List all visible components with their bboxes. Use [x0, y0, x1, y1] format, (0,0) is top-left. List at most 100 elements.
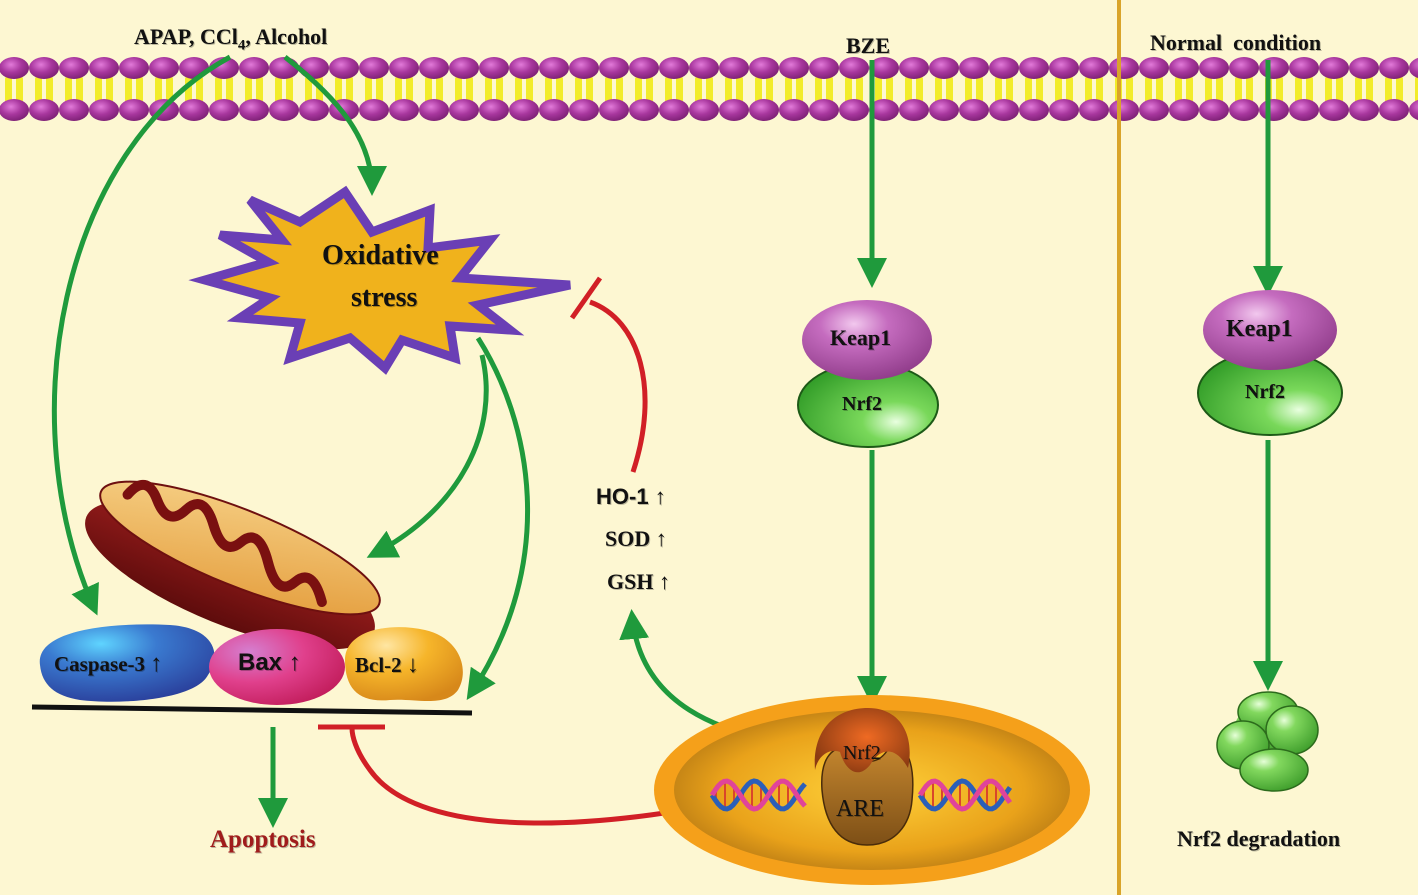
lipid-tail: [256, 76, 263, 103]
keap1-label-normal: Keap1: [1226, 316, 1293, 342]
lipid-tail: [556, 76, 563, 103]
lipid-tail: [226, 76, 233, 103]
lipid-head: [989, 99, 1019, 121]
lipid-tail: [46, 76, 53, 103]
apoptosis-label: Apoptosis: [210, 826, 316, 853]
lipid-tail: [125, 76, 132, 103]
inhibit-bar-oxidative: [569, 276, 603, 320]
dna-strand: [709, 778, 807, 812]
keap1-nrf2-complex-normal: [1197, 290, 1343, 436]
lipid-tail: [95, 76, 102, 103]
lipid-head: [509, 99, 539, 121]
lipid-tail: [455, 76, 462, 103]
lipid-head: [539, 57, 569, 79]
lipid-tail: [1055, 76, 1062, 103]
lipid-head: [29, 99, 59, 121]
lipid-tail: [995, 76, 1002, 103]
lipid-head: [389, 99, 419, 121]
nrf2-degradation-fragments: [1216, 691, 1319, 792]
lipid-head: [839, 99, 869, 121]
bax-up-arrow-icon: ↑: [288, 649, 301, 676]
lipid-head: [1379, 57, 1409, 79]
lipid-head: [1319, 99, 1349, 121]
lipid-tail: [815, 76, 822, 103]
lipid-tail: [466, 76, 473, 103]
lipid-head: [1229, 57, 1259, 79]
lipid-tail: [1295, 76, 1302, 103]
lipid-head: [869, 99, 899, 121]
gsh-up-arrow-icon: ↑: [658, 569, 670, 594]
lipid-head: [1199, 57, 1229, 79]
lipid-head: [899, 99, 929, 121]
lipid-head: [299, 57, 329, 79]
sod-up-arrow-icon: ↑: [655, 526, 667, 551]
lipid-head: [1169, 57, 1199, 79]
lipid-head: [1349, 57, 1379, 79]
lipid-tail: [155, 76, 162, 103]
lipid-tail: [1276, 76, 1283, 103]
ho-1-label: HO-1 ↑: [596, 484, 666, 510]
lipid-head: [269, 99, 299, 121]
lipid-head: [359, 57, 389, 79]
lipid-head: [449, 57, 479, 79]
lipid-head: [209, 99, 239, 121]
lipid-tail: [586, 76, 593, 103]
oxidative-stress-label-line2: stress: [351, 282, 418, 313]
lipid-tail: [946, 76, 953, 103]
lipid-tail: [196, 76, 203, 103]
lipid-head: [359, 99, 389, 121]
lipid-tail: [1355, 76, 1362, 103]
dna-strand: [917, 778, 1013, 812]
lipid-head: [0, 99, 29, 121]
lipid-head: [269, 57, 299, 79]
lipid-head: [299, 99, 329, 121]
toxins-label-suffix: , Alcohol: [245, 24, 328, 49]
lipid-tail: [1096, 76, 1103, 103]
lipid-tail: [875, 76, 882, 103]
lipid-head: [509, 57, 539, 79]
lipid-tail: [395, 76, 402, 103]
lipid-tail: [65, 76, 72, 103]
bcl-2-name: Bcl-2: [355, 653, 402, 677]
lipid-tail: [106, 76, 113, 103]
lipid-tail: [755, 76, 762, 103]
lipid-tail: [1126, 76, 1133, 103]
lipid-head: [629, 57, 659, 79]
lipid-head: [599, 99, 629, 121]
lipid-head: [1079, 57, 1109, 79]
lipid-head: [119, 57, 149, 79]
lipid-tail: [1366, 76, 1373, 103]
toxins-label-subscript: 4: [237, 37, 246, 54]
lipid-head: [1049, 99, 1079, 121]
lipid-head: [689, 99, 719, 121]
lipid-tail: [305, 76, 312, 103]
lipid-tail: [245, 76, 252, 103]
keap1-nrf2-complex-bze: [797, 300, 939, 448]
lipid-tail: [5, 76, 12, 103]
caspase-3-name: Caspase-3: [54, 652, 146, 676]
nrf2-label-bze: Nrf2: [842, 393, 882, 415]
lipid-head: [479, 99, 509, 121]
lipid-tail: [1036, 76, 1043, 103]
lipid-tail: [856, 76, 863, 103]
lipid-tail: [935, 76, 942, 103]
lipid-tail: [275, 76, 282, 103]
lipid-head: [1229, 99, 1259, 121]
lipid-head: [959, 57, 989, 79]
lipid-head: [719, 99, 749, 121]
toxins-label-prefix: APAP, CCl: [134, 24, 238, 49]
lipid-tail: [545, 76, 552, 103]
lipid-head: [479, 57, 509, 79]
lipid-tail: [485, 76, 492, 103]
lipid-tail: [166, 76, 173, 103]
lipid-tail: [1205, 76, 1212, 103]
lipid-head: [1379, 99, 1409, 121]
lipid-head: [539, 99, 569, 121]
lipid-head: [929, 99, 959, 121]
lipid-head: [239, 57, 269, 79]
lipid-tail: [376, 76, 383, 103]
bax-name: Bax: [238, 649, 283, 676]
mitochondrion: [85, 479, 381, 650]
